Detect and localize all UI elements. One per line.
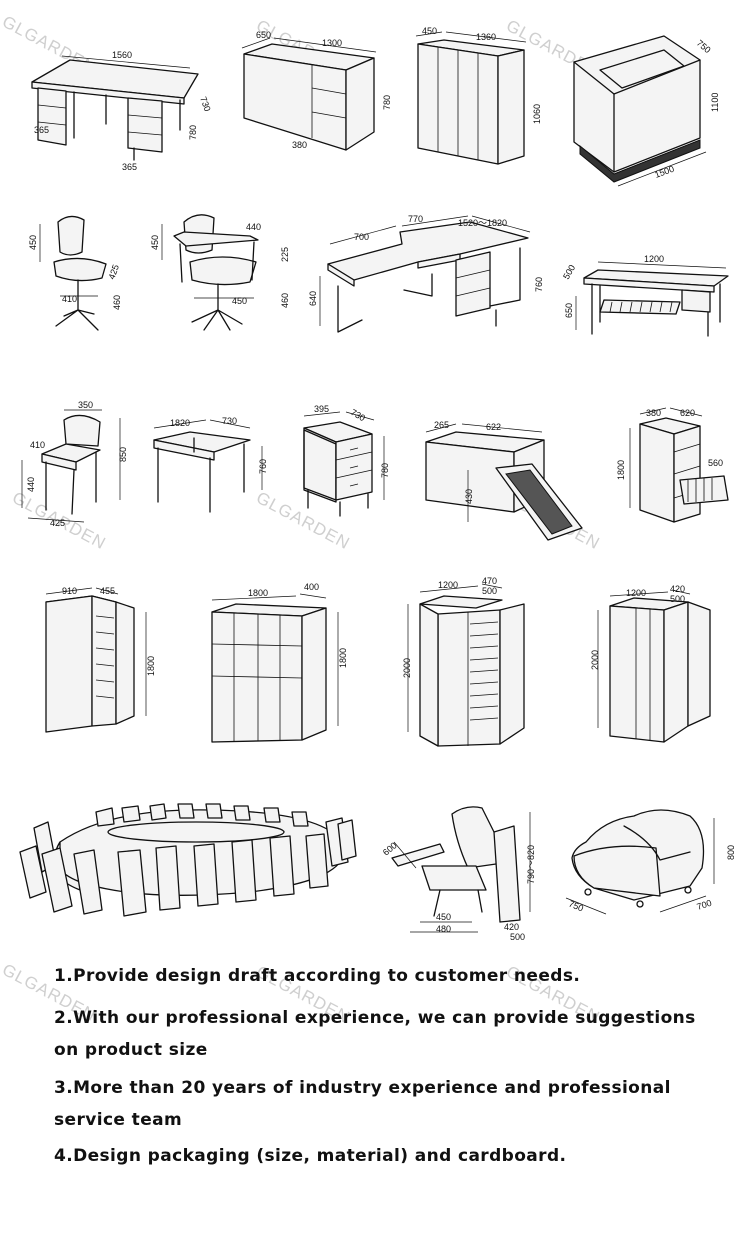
dimension-label: 780 (380, 463, 390, 478)
dimension-label: 760 (258, 459, 268, 474)
dimension-label: 750 (567, 899, 585, 914)
arm-chair-drawing (161, 214, 259, 331)
dimension-label: 1500 (653, 164, 675, 180)
dimension-label: 1060 (532, 104, 542, 124)
dimension-label: 460 (280, 293, 290, 308)
dimension-label: 1800 (338, 648, 348, 668)
dimension-label: 790～820 (526, 845, 536, 884)
dimension-label: 910 (62, 586, 77, 596)
dimension-label: 380 (292, 140, 307, 150)
note-2: 2.With our professional experience, we c… (54, 1008, 696, 1060)
dimension-label: 800 (726, 845, 736, 860)
dimension-label: 1800 (616, 460, 626, 480)
dimension-label: 350 (78, 400, 93, 410)
note-3: 3.More than 20 years of industry experie… (54, 1078, 671, 1130)
dimension-label: 770 (408, 214, 423, 224)
bookcase-drawing (211, 593, 339, 743)
dimension-label: 365 (122, 162, 137, 172)
dimension-label: 1200 (644, 254, 664, 264)
sofa-chair-drawing (565, 809, 715, 915)
dimension-label: 1560 (112, 50, 132, 60)
dimension-label: 560 (708, 458, 723, 468)
swivel-chair-drawing (39, 215, 107, 331)
sliding-cabinet-drawing (415, 31, 527, 165)
dimension-label: 700 (696, 898, 713, 912)
dimension-label: 265 (434, 420, 449, 430)
dimension-label: 650 (564, 303, 574, 318)
dimension-label: 400 (304, 582, 319, 592)
dimension-label: 450 (150, 235, 160, 250)
dimension-label: 450 (28, 235, 38, 250)
dimension-label: 760 (534, 277, 544, 292)
dimension-label: 450 (422, 26, 437, 36)
wardrobe-drawing (597, 589, 711, 743)
dimension-label: 1200 (626, 588, 646, 598)
dimension-label: 380 (646, 408, 661, 418)
dimension-label: 1100 (710, 93, 720, 112)
dimension-label: 700 (354, 232, 369, 242)
dimension-label: 450 (232, 296, 247, 306)
locker-drawing (45, 587, 147, 733)
dimension-label: 430 (464, 489, 474, 504)
dimension-label: 1300 (322, 38, 342, 48)
dimension-label: 2000 (402, 658, 412, 678)
drawer-unit-drawing (303, 411, 385, 517)
dimension-label: 500 (482, 586, 497, 596)
dimension-label: 425 (50, 518, 65, 528)
dimension-label: 410 (30, 440, 45, 450)
shelf-table-drawing (575, 261, 729, 337)
dimension-label: 730 (198, 95, 213, 113)
dimension-label: 1800 (146, 656, 156, 676)
dimension-label: 410 (62, 294, 77, 304)
dimension-label: 1800 (248, 588, 268, 598)
dimension-label: 460 (112, 295, 122, 310)
dimension-label: 365 (34, 125, 49, 135)
conference-table-drawing (19, 803, 357, 917)
dimension-label: 1820 (170, 418, 190, 428)
dimension-label: 425 (106, 263, 121, 281)
dimension-label: 480 (436, 924, 451, 934)
filing-cabinet-drawing (629, 407, 729, 523)
dimension-label: 455 (100, 586, 115, 596)
dimension-label: 395 (314, 404, 329, 414)
note-1: 1.Provide design draft according to cust… (54, 966, 581, 986)
dimension-label: 620 (680, 408, 695, 418)
dimension-label: 730 (222, 416, 237, 426)
dimension-label: 780 (382, 95, 392, 110)
dimension-label: 420 (670, 584, 685, 594)
dimension-label: 1520～1820 (458, 218, 507, 228)
dimension-label: 640 (308, 291, 318, 306)
dimension-label: 500 (670, 594, 685, 604)
side-chair-drawing (21, 409, 121, 523)
file-box-drawing (425, 423, 583, 541)
dimension-label: 500 (561, 263, 577, 281)
dimension-label: 780 (188, 125, 198, 140)
dimension-label: 600 (381, 840, 399, 857)
dimension-label: 622 (486, 422, 501, 432)
dimension-label: 730 (349, 407, 367, 423)
dimension-label: 850 (118, 447, 128, 462)
furniture-drawings: 1560 730 780 365 365 650 1300 780 380 45… (19, 26, 736, 942)
dimension-label: 750 (695, 38, 713, 55)
dimension-label: 2000 (590, 650, 600, 670)
dimension-label: 470 (482, 576, 497, 586)
l-shaped-desk-drawing (319, 215, 531, 333)
dimension-label: 420 (504, 922, 519, 932)
auditorium-chair-drawing (391, 806, 531, 933)
straight-desk-drawing (241, 37, 377, 151)
dimension-label: 1200 (438, 580, 458, 590)
small-table-drawing (153, 419, 263, 513)
dimension-label: 225 (280, 247, 290, 262)
dimension-label: 440 (26, 477, 36, 492)
dimension-label: 440 (246, 222, 261, 232)
dimension-label: 650 (256, 30, 271, 40)
dimension-label: 1360 (476, 32, 496, 42)
dimension-label: 450 (436, 912, 451, 922)
dimension-label: 500 (510, 932, 525, 942)
note-4: 4.Design packaging (size, material) and … (54, 1146, 567, 1166)
reception-desk-drawing (573, 35, 707, 187)
wardrobe-compartments-drawing (407, 583, 525, 747)
office-desk-drawing (31, 55, 199, 161)
